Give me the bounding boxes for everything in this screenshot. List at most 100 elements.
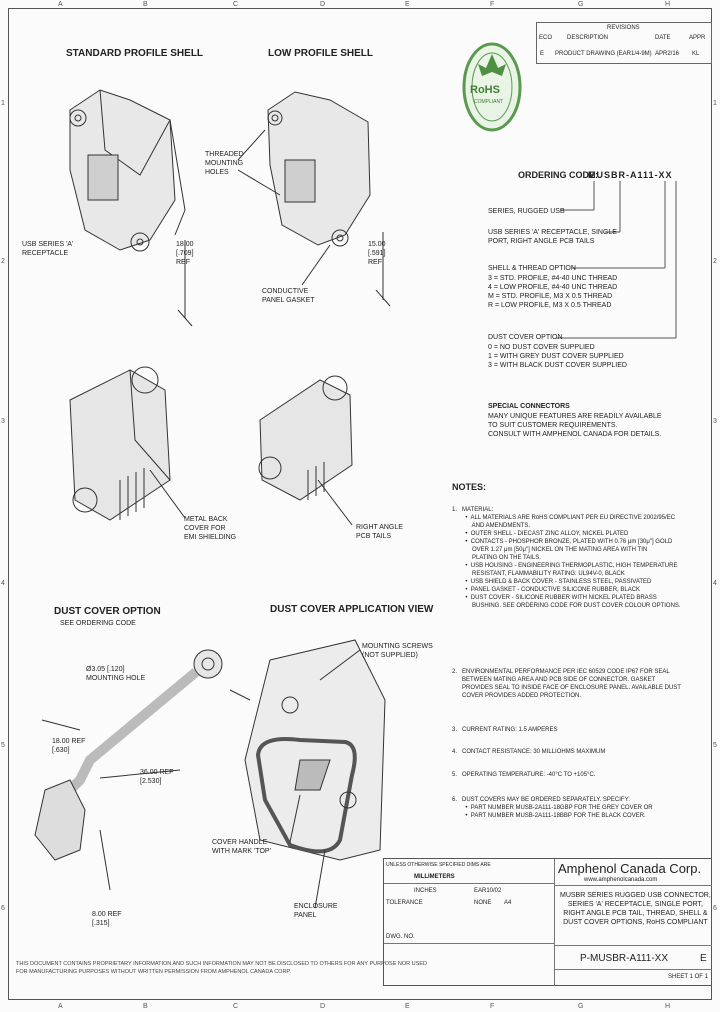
dust-cover-application-title: DUST COVER APPLICATION VIEW (270, 604, 434, 615)
dust-cover-option-title: DUST COVER OPTION (54, 606, 161, 617)
zone-row-1: 1 (1, 100, 5, 107)
ordering-leaders (556, 181, 677, 339)
part-description: MUSBR SERIES RUGGED USB CONNECTOR, SERIE… (560, 892, 711, 926)
revision-col-eco: ECO (539, 35, 553, 41)
zone-col-d: D (320, 1, 326, 8)
dust-cover-drawing (34, 649, 251, 891)
title-block: UNLESS OTHERWISE SPECIFIED DIMS ARE MILL… (383, 858, 712, 986)
special-connectors-text: MANY UNIQUE FEATURES ARE READILY AVAILAB… (488, 413, 662, 438)
standard-profile-title: STANDARD PROFILE SHELL (66, 48, 204, 59)
zone-col-e: E (405, 1, 410, 8)
proprietary-disclaimer: THIS DOCUMENT CONTAINS PROPRIETARY INFOR… (16, 961, 427, 975)
callout-metal-back-cover: METAL BACK COVER FOR EMI SHIELDING (184, 516, 237, 541)
note-2-num: 2. (452, 669, 458, 675)
tolerance-note: UNLESS OTHERWISE SPECIFIED DIMS ARE (386, 862, 491, 868)
zone-row-5-right: 5 (713, 742, 717, 749)
note-5-num: 5. (452, 772, 458, 778)
tolerance-label: TOLERANCE (386, 900, 423, 906)
ordering-code-value: MUSBR-A111-XX (588, 170, 673, 180)
note-3-text: CURRENT RATING: 1.5 AMPERES (462, 727, 558, 733)
ordering-shell-title: SHELL & THREAD OPTION (488, 265, 576, 272)
note-6-num: 6. (452, 797, 458, 803)
zone-col-b-bottom: B (143, 1003, 148, 1010)
revision-col-appr: APPR (689, 35, 706, 41)
zone-col-a: A (58, 1, 63, 8)
callout-dim-36-ref: 36.00 REF [2.530] (140, 769, 174, 785)
drawn-date: EAR10/02 (474, 888, 502, 894)
ordering-dust-title: DUST COVER OPTION (488, 334, 563, 341)
zone-col-b: B (143, 1, 148, 8)
note-4-num: 4. (452, 749, 458, 755)
revision-appr: KL (692, 51, 700, 57)
ordering-code-label: ORDERING CODE: (518, 170, 599, 180)
revision-block: REVISIONS ECO DESCRIPTION DATE APPR E PR… (536, 22, 712, 64)
revision-header: REVISIONS (607, 25, 640, 31)
callout-right-angle-tails: RIGHT ANGLE PCB TAILS (356, 524, 403, 540)
zone-col-h-bottom: H (665, 1003, 671, 1010)
callout-dim-18: 18.00 [.709] REF (176, 241, 194, 266)
callout-threaded-holes: THREADED MOUNTING HOLES (205, 151, 244, 176)
rohs-seal-graphic (462, 42, 522, 132)
callout-dim-8-ref: 8.00 REF [.315] (92, 911, 122, 927)
zone-col-a-bottom: A (58, 1003, 63, 1010)
part-number: P-MUSBR-A111-XX (580, 953, 668, 964)
revision-col-date: DATE (655, 35, 671, 41)
zone-row-6-right: 6 (713, 905, 717, 912)
note-6-text: DUST COVERS MAY BE ORDERED SEPARATELY. S… (462, 797, 653, 819)
revision-rev: E (540, 51, 545, 57)
callout-enclosure-panel: ENCLOSURE PANEL (294, 903, 338, 919)
low-profile-back-view-drawing (258, 375, 353, 526)
low-profile-shell-drawing (237, 91, 391, 307)
ordering-dust-options: 0 = NO DUST COVER SUPPLIED 1 = WITH GREY… (488, 344, 627, 369)
ordering-receptacle: USB SERIES 'A' RECEPTACLE, SINGLE PORT, … (488, 229, 617, 245)
callout-mounting-screws: MOUNTING SCREWS (NOT SUPPLIED) (362, 643, 433, 659)
dust-cover-option-subtitle: SEE ORDERING CODE (60, 620, 136, 627)
note-5-text: OPERATING TEMPERATURE: -40°C TO +105°C. (462, 772, 596, 778)
revision-col-description: DESCRIPTION (567, 35, 609, 41)
notes-title: NOTES: (452, 482, 487, 492)
zone-col-h: H (665, 1, 671, 8)
note-1-num: 1. (452, 507, 458, 513)
units-secondary: INCHES (414, 888, 437, 894)
sheet-size: A4 (504, 900, 512, 906)
company-name: Amphenol Canada Corp. (558, 861, 702, 876)
zone-row-4-right: 4 (713, 580, 717, 587)
zone-col-c: C (233, 1, 239, 8)
dwg-no-label: DWG. NO. (386, 934, 415, 940)
company-website: www.amphenolcanada.com (584, 877, 658, 883)
callout-dim-15: 15.00 [.591] REF (368, 241, 386, 266)
zone-col-f: F (490, 1, 495, 8)
zone-row-2-right: 2 (713, 258, 717, 265)
zone-col-c-bottom: C (233, 1003, 239, 1010)
rohs-seal: RoHS COMPLIANT (462, 42, 522, 132)
callout-cover-handle: COVER HANDLE WITH MARK 'TOP' (212, 839, 271, 855)
revision-date: APR2/16 (655, 51, 680, 57)
zone-row-5: 5 (1, 742, 5, 749)
note-2-text: ENVIRONMENTAL PERFORMANCE PER IEC 60529 … (462, 669, 681, 699)
revision-description: PRODUCT DRAWING (EAR1/4-9M) (555, 51, 652, 57)
zone-col-e-bottom: E (405, 1003, 410, 1010)
sheet-number: SHEET 1 OF 1 (668, 974, 708, 980)
standard-shell-drawing (69, 89, 193, 327)
callout-usb-receptacle: USB SERIES 'A' RECEPTACLE (22, 241, 74, 257)
rohs-main: RoHS (470, 84, 500, 96)
zone-col-d-bottom: D (320, 1003, 326, 1010)
standard-back-view-drawing (69, 366, 186, 521)
zone-row-3: 3 (1, 418, 5, 425)
drawing-border (8, 8, 712, 1000)
note-4-text: CONTACT RESISTANCE: 30 MILLIOHMS MAXIMUM (462, 749, 606, 755)
special-connectors-title: SPECIAL CONNECTORS (488, 403, 570, 410)
note-3-num: 3. (452, 727, 458, 733)
zone-col-g-bottom: G (578, 1003, 584, 1010)
zone-row-3-right: 3 (713, 418, 717, 425)
rohs-sub: COMPLIANT (474, 99, 504, 105)
callout-dim-18-ref: 18.00 REF [.630] (52, 738, 86, 754)
ordering-series: SERIES, RUGGED USB (488, 208, 565, 215)
zone-row-6: 6 (1, 905, 5, 912)
zone-row-4: 4 (1, 580, 5, 587)
callout-conductive-gasket: CONDUCTIVE PANEL GASKET (262, 288, 315, 304)
ordering-shell-options: 3 = STD. PROFILE, #4-40 UNC THREAD 4 = L… (488, 275, 618, 309)
low-profile-title: LOW PROFILE SHELL (268, 48, 373, 59)
units-primary: MILLIMETERS (414, 874, 455, 880)
zone-col-f-bottom: F (490, 1003, 495, 1010)
